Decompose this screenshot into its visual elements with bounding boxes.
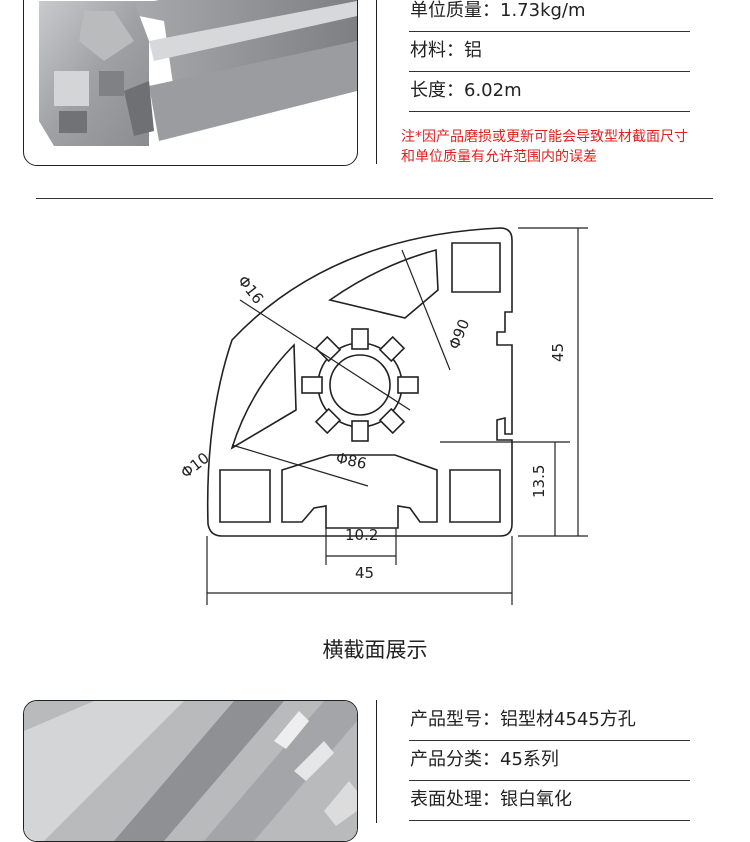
profile-outline — [206, 227, 513, 537]
tolerance-note: 注*因产品磨损或更新可能会导致型材截面尺寸和单位质量有允许范围内的误差 — [401, 129, 688, 165]
section-divider — [36, 198, 713, 199]
spec-divider-bottom — [376, 700, 377, 823]
dim-phi86: Φ86 — [334, 449, 368, 473]
cross-section-caption: 横截面展示 — [322, 638, 428, 662]
spec-length-text: 长度：6.02m — [410, 80, 522, 101]
spec-category-text: 产品分类：45系列 — [410, 749, 559, 770]
spec-material: 材料：铝 — [409, 31, 690, 72]
top-product-photo — [23, 0, 358, 166]
dim-45-vertical: 45 — [549, 343, 567, 362]
aluminum-profile-photo-top — [39, 0, 357, 146]
spec-divider-top — [376, 0, 377, 164]
dim-13-5: 13.5 — [530, 465, 548, 498]
spec-unit-mass-text: 单位质量：1.73kg/m — [410, 0, 586, 21]
spec-length: 长度：6.02m — [409, 71, 690, 112]
dim-10-2: 10.2 — [345, 526, 378, 544]
spec-unit-mass: 单位质量：1.73kg/m — [409, 0, 690, 32]
cross-section-drawing: Φ16 Φ90 45 Φ10 Φ86 13.5 10.2 45 — [177, 227, 588, 605]
bottom-product-photo — [23, 700, 358, 842]
dim-phi16: Φ16 — [234, 272, 267, 307]
dim-phi90: Φ90 — [445, 317, 473, 352]
spec-category: 产品分类：45系列 — [409, 740, 690, 781]
spec-model: 产品型号：铝型材4545方孔 — [409, 700, 690, 741]
dim-45-horizontal: 45 — [355, 564, 374, 582]
spec-surface-text: 表面处理：银白氧化 — [410, 789, 572, 810]
aluminum-profile-photo-bottom — [24, 701, 357, 841]
spec-material-text: 材料：铝 — [410, 40, 482, 61]
spec-surface: 表面处理：银白氧化 — [409, 780, 690, 821]
spec-model-text: 产品型号：铝型材4545方孔 — [410, 709, 636, 730]
